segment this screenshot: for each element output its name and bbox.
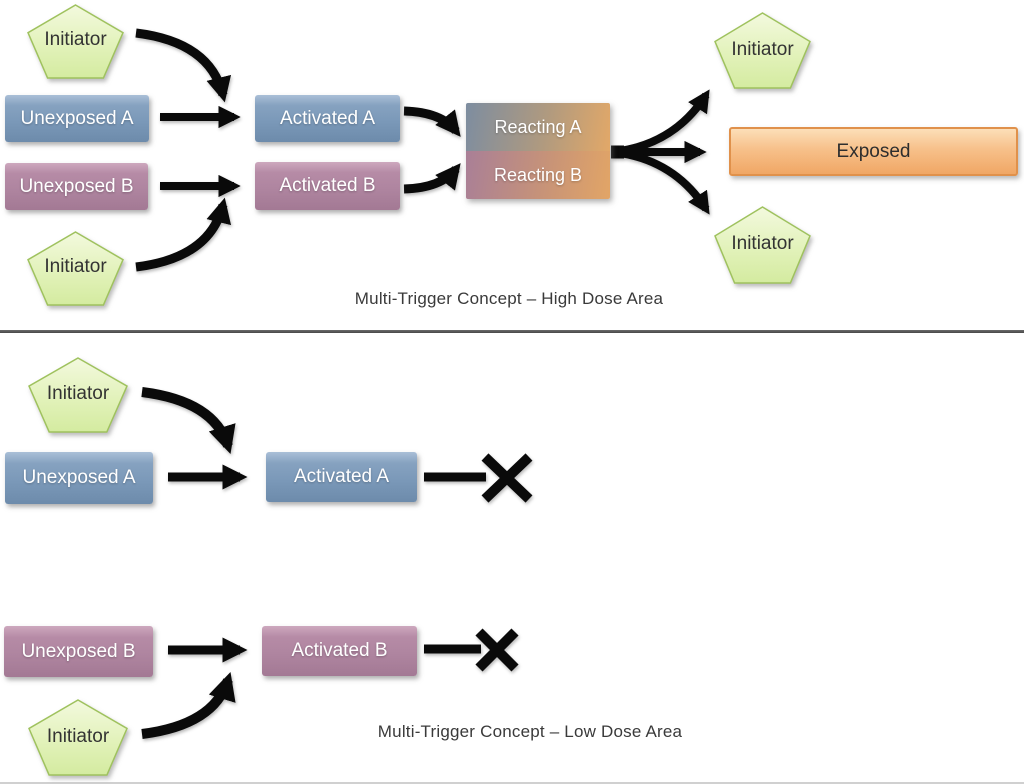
- arrow-initiator-tl-to-junction: [135, 28, 232, 103]
- initiator-pentagon-low-a: [28, 357, 128, 433]
- activated-b-box-high: Activated B: [255, 162, 400, 210]
- unexposed-a-box-low: Unexposed A: [5, 452, 153, 504]
- arrow-reacting-to-initiator-top: [612, 89, 710, 156]
- section-divider: [0, 330, 1024, 333]
- arrow-activated-a-to-reacting: [403, 106, 461, 137]
- unexposed-b-box-high: Unexposed B: [5, 163, 148, 210]
- initiator-label-high-top-right: Initiator: [731, 39, 794, 60]
- arrow-initiator-low-a-to-junction: [141, 387, 236, 455]
- reacting-a-half: Reacting A: [466, 103, 610, 151]
- initiator-pentagon-high-bottom-right: [714, 206, 811, 284]
- unexposed-a-box-high: Unexposed A: [5, 95, 149, 142]
- bottom-edge-line: [0, 782, 1024, 784]
- initiator-pentagon-low-b: [28, 699, 128, 776]
- exposed-box: Exposed: [729, 127, 1018, 176]
- activated-a-box-low: Activated A: [266, 452, 417, 502]
- x-mark-low-b: [475, 628, 519, 672]
- initiator-pentagon-high-top-right: [714, 12, 811, 89]
- initiator-pentagon-high-bottom-left: [27, 231, 124, 306]
- arrow-initiator-low-b-to-junction: [141, 671, 236, 739]
- initiator-pentagon-high-top-left: [27, 4, 124, 79]
- initiator-label-high-top-left: Initiator: [44, 29, 107, 50]
- activated-a-box-high: Activated A: [255, 95, 400, 142]
- initiator-label-low-b: Initiator: [46, 726, 110, 747]
- activated-b-box-low: Activated B: [262, 626, 417, 676]
- reacting-box: Reacting A Reacting B: [466, 103, 610, 199]
- initiator-label-low-a: Initiator: [46, 383, 110, 404]
- high-dose-title: Multi-Trigger Concept – High Dose Area: [354, 289, 664, 308]
- reacting-b-half: Reacting B: [466, 151, 610, 199]
- initiator-label-high-bottom-right: Initiator: [731, 233, 794, 254]
- arrow-activated-b-to-reacting: [403, 163, 461, 194]
- unexposed-b-box-low: Unexposed B: [4, 626, 153, 677]
- arrow-reacting-to-initiator-bottom: [612, 148, 710, 215]
- low-dose-title: Multi-Trigger Concept – Low Dose Area: [377, 722, 683, 741]
- initiator-label-high-bottom-left: Initiator: [44, 256, 107, 277]
- x-mark-low-a: [481, 453, 533, 503]
- arrow-initiator-bl-to-junction: [135, 197, 232, 272]
